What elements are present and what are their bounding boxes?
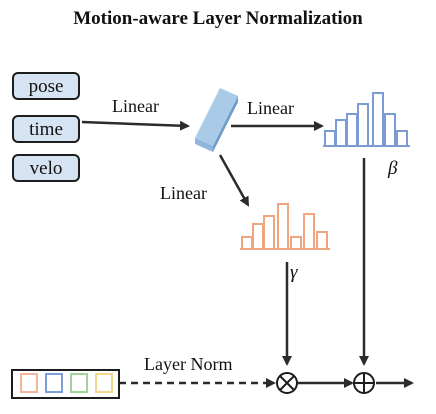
input-velo: velo xyxy=(12,154,80,182)
feature-cell-1 xyxy=(20,373,38,393)
input-pose: pose xyxy=(12,72,80,100)
input-time: time xyxy=(12,115,80,143)
feature-vector xyxy=(11,369,120,399)
diagram-title: Motion-aware Layer Normalization xyxy=(73,8,363,29)
feature-cell-4 xyxy=(95,373,113,393)
linear-label-2: Linear xyxy=(247,98,294,118)
linear-label-3: Linear xyxy=(160,183,207,203)
linear-layer-block xyxy=(195,88,238,152)
add-operator xyxy=(353,372,375,394)
beta-histogram xyxy=(323,92,410,147)
feature-cell-3 xyxy=(70,373,88,393)
arrow-inputs-to-block xyxy=(81,120,190,131)
feature-cell-2 xyxy=(45,373,63,393)
linear-label-1: Linear xyxy=(112,96,159,116)
gamma-histogram xyxy=(240,203,330,250)
arrow-block-to-gamma xyxy=(218,154,250,207)
gamma-symbol: γ xyxy=(290,262,298,283)
multiply-operator xyxy=(276,372,298,394)
layer-norm-label: Layer Norm xyxy=(144,354,233,374)
beta-symbol: β xyxy=(388,158,398,179)
